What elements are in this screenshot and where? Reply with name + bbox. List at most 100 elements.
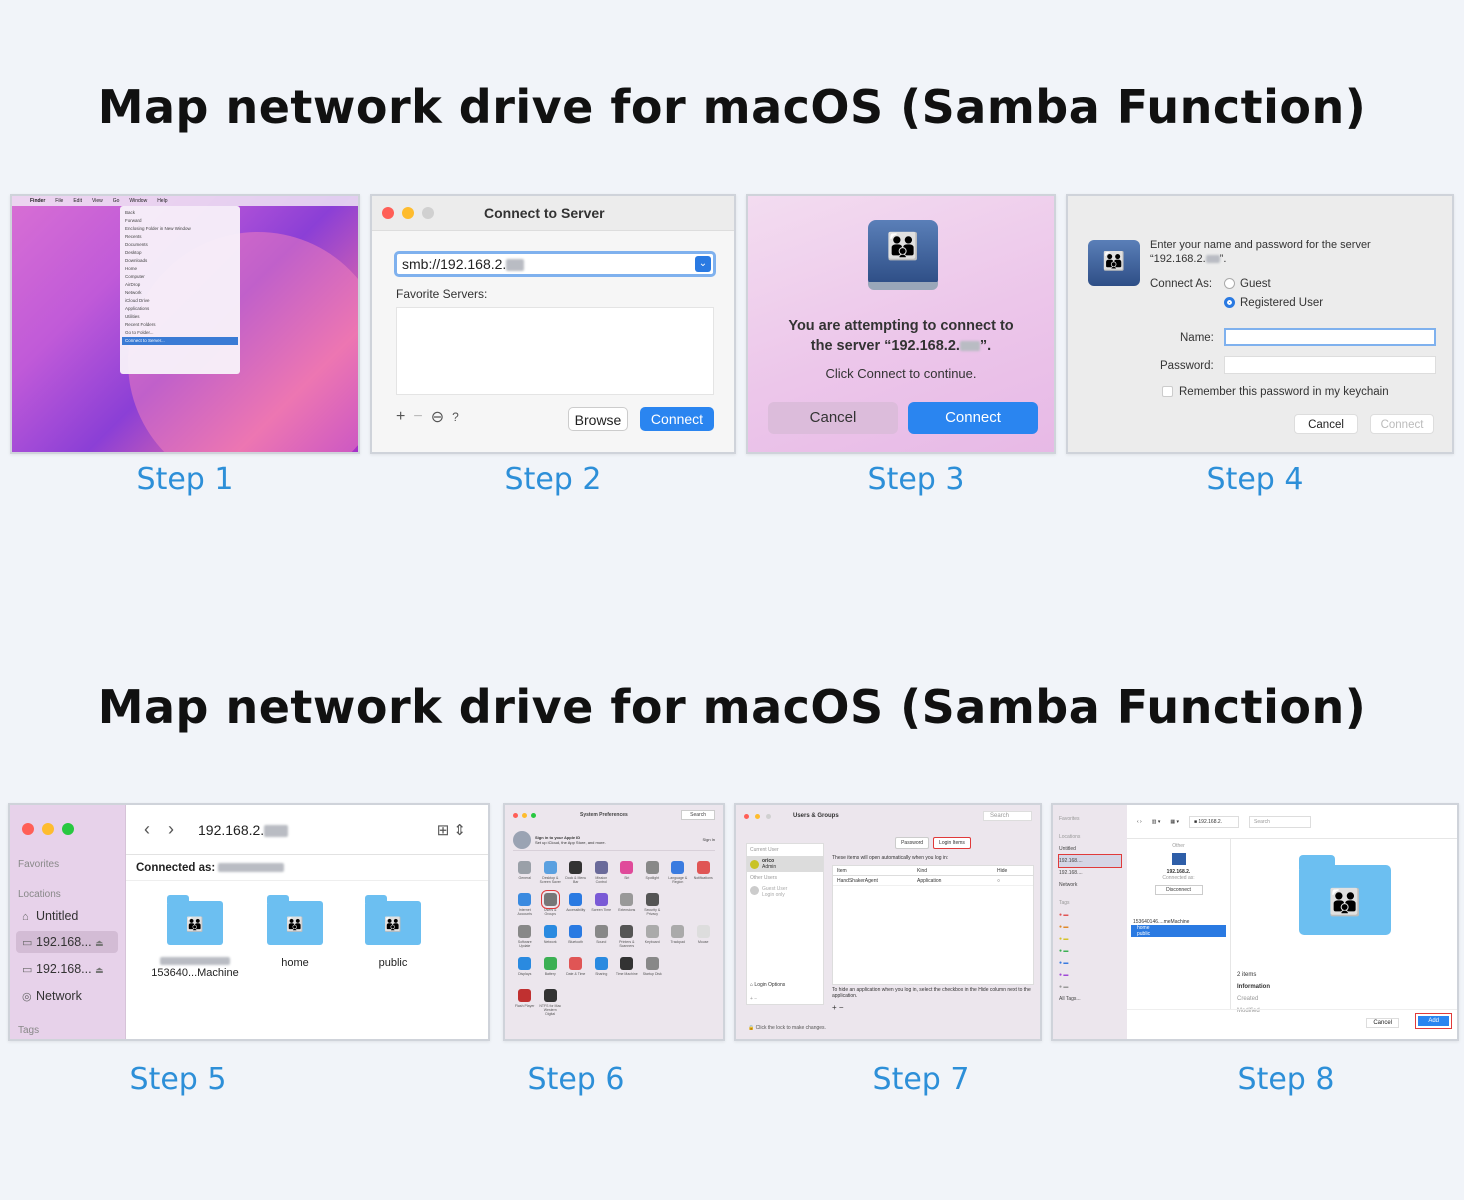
view-options-icon[interactable]: ⊞ ⇕ xyxy=(436,821,466,839)
pref-pane[interactable]: General xyxy=(513,861,537,889)
close-window-button[interactable] xyxy=(744,813,749,819)
tag-item[interactable]: ● ▬ xyxy=(1059,936,1069,942)
help-icon[interactable]: ? xyxy=(452,410,459,424)
tab-login-items[interactable]: Login Items xyxy=(933,837,971,849)
pane-users-groups[interactable]: Users & Groups xyxy=(539,890,563,921)
lock-bar[interactable]: 🔒 Click the lock to make changes. xyxy=(748,1025,826,1031)
add-icon[interactable]: + xyxy=(396,408,406,425)
remember-password[interactable]: Remember this password in my keychain xyxy=(1162,386,1389,398)
menu-item-connect-to-server[interactable]: Connect to Server... xyxy=(122,337,238,345)
view-icon[interactable]: ▥ ▾ xyxy=(1151,818,1161,825)
add-remove-user[interactable]: + − xyxy=(750,996,758,1002)
path-popup[interactable]: ■ 192.168.2. xyxy=(1188,815,1240,828)
tag-item[interactable]: ● ▬ xyxy=(1059,948,1069,954)
add-item-button[interactable]: + − xyxy=(832,1003,844,1012)
signin-button[interactable]: Sign In xyxy=(702,837,715,842)
close-window-button[interactable] xyxy=(382,207,394,219)
all-tags[interactable]: All Tags... xyxy=(1059,993,1121,1005)
back-forward-icon[interactable]: ‹ › xyxy=(1137,818,1142,825)
search-input[interactable]: Search xyxy=(681,810,715,820)
sidebar-item-network[interactable]: ◎Network xyxy=(16,985,118,1007)
zoom-window-button[interactable] xyxy=(766,813,771,819)
eject-icon[interactable]: ⏏ xyxy=(95,965,104,975)
tag-item[interactable]: ● ▬ xyxy=(1059,960,1069,966)
server-address-field[interactable]: smb://192.168.2. ⌄ xyxy=(394,251,716,277)
add-button[interactable]: Add xyxy=(1415,1013,1452,1029)
pref-pane[interactable]: Battery xyxy=(539,957,563,985)
pref-pane[interactable]: Internet Accounts xyxy=(513,893,537,921)
tag-item[interactable]: ● ▬ xyxy=(1059,912,1069,918)
folder-public[interactable]: 👪 public xyxy=(348,895,438,969)
pref-pane[interactable]: Accessibility xyxy=(564,893,588,921)
pref-pane[interactable]: Sharing xyxy=(590,957,614,985)
pref-pane[interactable]: Keyboard xyxy=(641,925,665,953)
sidebar-item-server-2[interactable]: ▭192.168... ⏏ xyxy=(16,958,118,980)
zoom-window-button[interactable] xyxy=(422,207,434,219)
sidebar-item-network[interactable]: Network xyxy=(1059,879,1121,891)
radio-guest[interactable] xyxy=(1224,278,1235,290)
menubar-item[interactable]: View xyxy=(91,198,103,204)
name-field[interactable] xyxy=(1224,328,1436,346)
pref-pane[interactable]: Dock & Menu Bar xyxy=(564,861,588,889)
hide-checkbox[interactable]: ○ xyxy=(997,878,1001,884)
close-window-button[interactable] xyxy=(513,812,518,818)
pref-pane[interactable]: Startup Disk xyxy=(641,957,665,985)
pref-pane[interactable]: NTFS for Mac Western Digital xyxy=(539,989,563,1017)
minimize-window-button[interactable] xyxy=(42,823,54,835)
minimize-window-button[interactable] xyxy=(402,207,414,219)
close-window-button[interactable] xyxy=(22,823,34,835)
menu-item[interactable]: Downloads xyxy=(125,258,148,263)
pref-pane[interactable]: Extensions xyxy=(615,893,639,921)
pref-pane[interactable]: Bluetooth xyxy=(564,925,588,953)
remember-checkbox[interactable] xyxy=(1162,386,1173,398)
connect-button[interactable]: Connect xyxy=(640,407,714,431)
connect-button[interactable]: Connect xyxy=(1370,414,1434,434)
tag-item[interactable]: ● ▬ xyxy=(1059,924,1069,930)
tag-item[interactable]: ● ▬ xyxy=(1059,984,1069,990)
menubar-item[interactable]: Window xyxy=(129,198,148,204)
menu-item[interactable]: Applications xyxy=(125,306,150,311)
folder-home[interactable]: 👪 home xyxy=(250,895,340,969)
pref-pane[interactable]: Screen Time xyxy=(590,893,614,921)
zoom-window-button[interactable] xyxy=(531,812,536,818)
cancel-button[interactable]: Cancel xyxy=(768,402,898,434)
menubar-item[interactable]: Edit xyxy=(73,198,82,204)
cancel-button[interactable]: Cancel xyxy=(1366,1018,1399,1028)
sidebar-item-untitled[interactable]: ⌂Untitled xyxy=(16,905,118,927)
more-options-icon[interactable]: ⊖ xyxy=(430,409,445,426)
menu-item[interactable]: Go to Folder... xyxy=(125,330,154,335)
minimize-window-button[interactable] xyxy=(522,812,527,818)
menu-item[interactable]: Desktop xyxy=(125,250,142,255)
sidebar-item-untitled[interactable]: Untitled xyxy=(1059,843,1121,855)
menu-item[interactable]: Documents xyxy=(125,242,148,247)
pref-pane[interactable]: Network xyxy=(539,925,563,953)
search-input[interactable]: Search xyxy=(1249,815,1311,828)
list-item[interactable]: 153640146....meMachine xyxy=(1127,919,1230,925)
menu-item[interactable]: Home xyxy=(125,266,138,271)
favorite-servers-list[interactable] xyxy=(396,307,714,395)
password-field[interactable] xyxy=(1224,356,1436,374)
menubar-item[interactable]: Help xyxy=(157,198,168,204)
back-icon[interactable]: ‹ xyxy=(144,819,150,839)
pref-pane[interactable]: Displays xyxy=(513,957,537,985)
guest-option[interactable]: Guest xyxy=(1224,278,1271,290)
menu-item[interactable]: Recents xyxy=(125,234,142,239)
sidebar-item-server-1[interactable]: 192.168.... xyxy=(1058,854,1122,868)
sidebar-item-server-1[interactable]: ▭192.168... ⏏ xyxy=(16,931,118,953)
zoom-window-button[interactable] xyxy=(62,823,74,835)
menu-item[interactable]: Recent Folders xyxy=(125,322,156,327)
pref-pane[interactable]: Software Update xyxy=(513,925,537,953)
pref-pane[interactable]: Time Machine xyxy=(615,957,639,985)
forward-icon[interactable]: › xyxy=(168,819,174,839)
menu-item[interactable]: Computer xyxy=(125,274,145,279)
chevron-down-icon[interactable]: ⌄ xyxy=(695,256,711,272)
menu-item[interactable]: iCloud Drive xyxy=(125,298,150,303)
list-item-public[interactable]: public xyxy=(1131,931,1226,937)
tab-password[interactable]: Password xyxy=(895,837,930,849)
menu-item[interactable]: Forward xyxy=(125,218,142,223)
disconnect-button[interactable]: Disconnect xyxy=(1154,885,1203,895)
